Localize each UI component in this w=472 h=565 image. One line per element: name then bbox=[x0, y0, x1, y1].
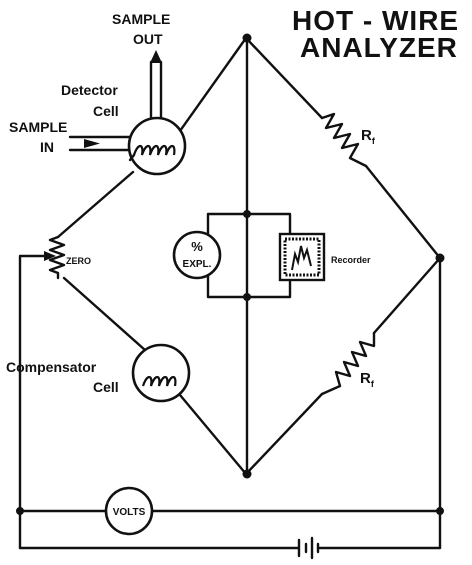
wire-left-vertical bbox=[18, 254, 46, 550]
sample-in-arrow-icon bbox=[84, 139, 100, 148]
node-bottom bbox=[242, 469, 252, 479]
recorder-trace-icon bbox=[291, 245, 312, 271]
detector-cell bbox=[68, 50, 187, 176]
compensator-cell-circle bbox=[131, 343, 191, 403]
explosive-meter: % EXPL. bbox=[172, 230, 222, 280]
title-line-1: HOT - WIRE bbox=[292, 5, 459, 36]
rf-upper-label: Rf bbox=[361, 127, 376, 146]
wire-top-to-rf-upper bbox=[244, 36, 324, 120]
rf-lower-zigzag bbox=[320, 331, 376, 396]
rf-upper-zigzag bbox=[320, 112, 368, 168]
compensator-label-2: Cell bbox=[93, 379, 119, 395]
zero-pot-zigzag bbox=[48, 235, 66, 280]
detector-lead bbox=[128, 153, 136, 162]
wire-rf-lower-to-bottom bbox=[244, 392, 324, 476]
detector-label-2: Cell bbox=[93, 103, 119, 119]
wire-top-to-detector bbox=[168, 36, 248, 147]
node-right bbox=[435, 253, 445, 263]
node-top bbox=[242, 33, 252, 43]
recorder-inner-frame bbox=[283, 237, 321, 277]
wire-rf-upper-to-right bbox=[364, 164, 442, 260]
wire-zero-to-compensator bbox=[62, 276, 147, 352]
bridge-wiring bbox=[18, 36, 442, 550]
percent-label: % bbox=[191, 239, 203, 254]
zero-label: ZERO bbox=[66, 256, 91, 266]
rf-lower-letter: R bbox=[360, 370, 371, 387]
node-left-volts bbox=[16, 507, 24, 515]
wire-right-to-rf-lower bbox=[372, 256, 442, 335]
detector-label-1: Detector bbox=[61, 82, 118, 98]
diagram-title: HOT - WIRE ANALYZER bbox=[292, 5, 459, 63]
rf-lower-subscript: f bbox=[371, 379, 375, 389]
zero-wiper-arrow-icon bbox=[44, 251, 56, 261]
compensator-label-1: Compensator bbox=[6, 359, 97, 375]
sample-out-label-2: OUT bbox=[133, 31, 163, 47]
resistor-rf-lower bbox=[320, 331, 376, 396]
explosive-meter-circle bbox=[172, 230, 222, 280]
sample-out-label-1: SAMPLE bbox=[112, 11, 170, 27]
junction-dots bbox=[16, 33, 445, 515]
recorder-label: Recorder bbox=[331, 255, 371, 265]
sample-in-label-2: IN bbox=[40, 139, 54, 155]
rf-lower-label: Rf bbox=[360, 370, 375, 389]
title-line-2: ANALYZER bbox=[300, 32, 458, 63]
node-meter-bottom bbox=[243, 293, 251, 301]
rf-upper-letter: R bbox=[361, 127, 372, 144]
battery bbox=[297, 536, 320, 560]
expl-label: EXPL. bbox=[183, 259, 212, 270]
compensator-cell bbox=[131, 343, 191, 403]
recorder: Recorder bbox=[278, 232, 371, 282]
volts-meter-circle bbox=[104, 486, 154, 536]
node-meter-top bbox=[243, 210, 251, 218]
sample-in-label-1: SAMPLE bbox=[9, 119, 67, 135]
sample-out-arrow-icon bbox=[150, 50, 162, 63]
resistor-rf-upper bbox=[320, 112, 368, 168]
component-labels: SAMPLE OUT Detector Cell SAMPLE IN ZERO … bbox=[6, 11, 376, 395]
volts-meter: VOLTS bbox=[104, 486, 154, 536]
wire-compensator-to-bottom bbox=[178, 393, 248, 476]
node-right-volts bbox=[436, 507, 444, 515]
detector-filament-coil bbox=[132, 144, 176, 156]
volts-label: VOLTS bbox=[113, 507, 146, 518]
wire-detector-to-zero bbox=[56, 170, 135, 239]
rf-upper-subscript: f bbox=[372, 136, 376, 146]
compensator-filament-coil bbox=[141, 375, 177, 387]
zero-potentiometer bbox=[44, 235, 66, 280]
